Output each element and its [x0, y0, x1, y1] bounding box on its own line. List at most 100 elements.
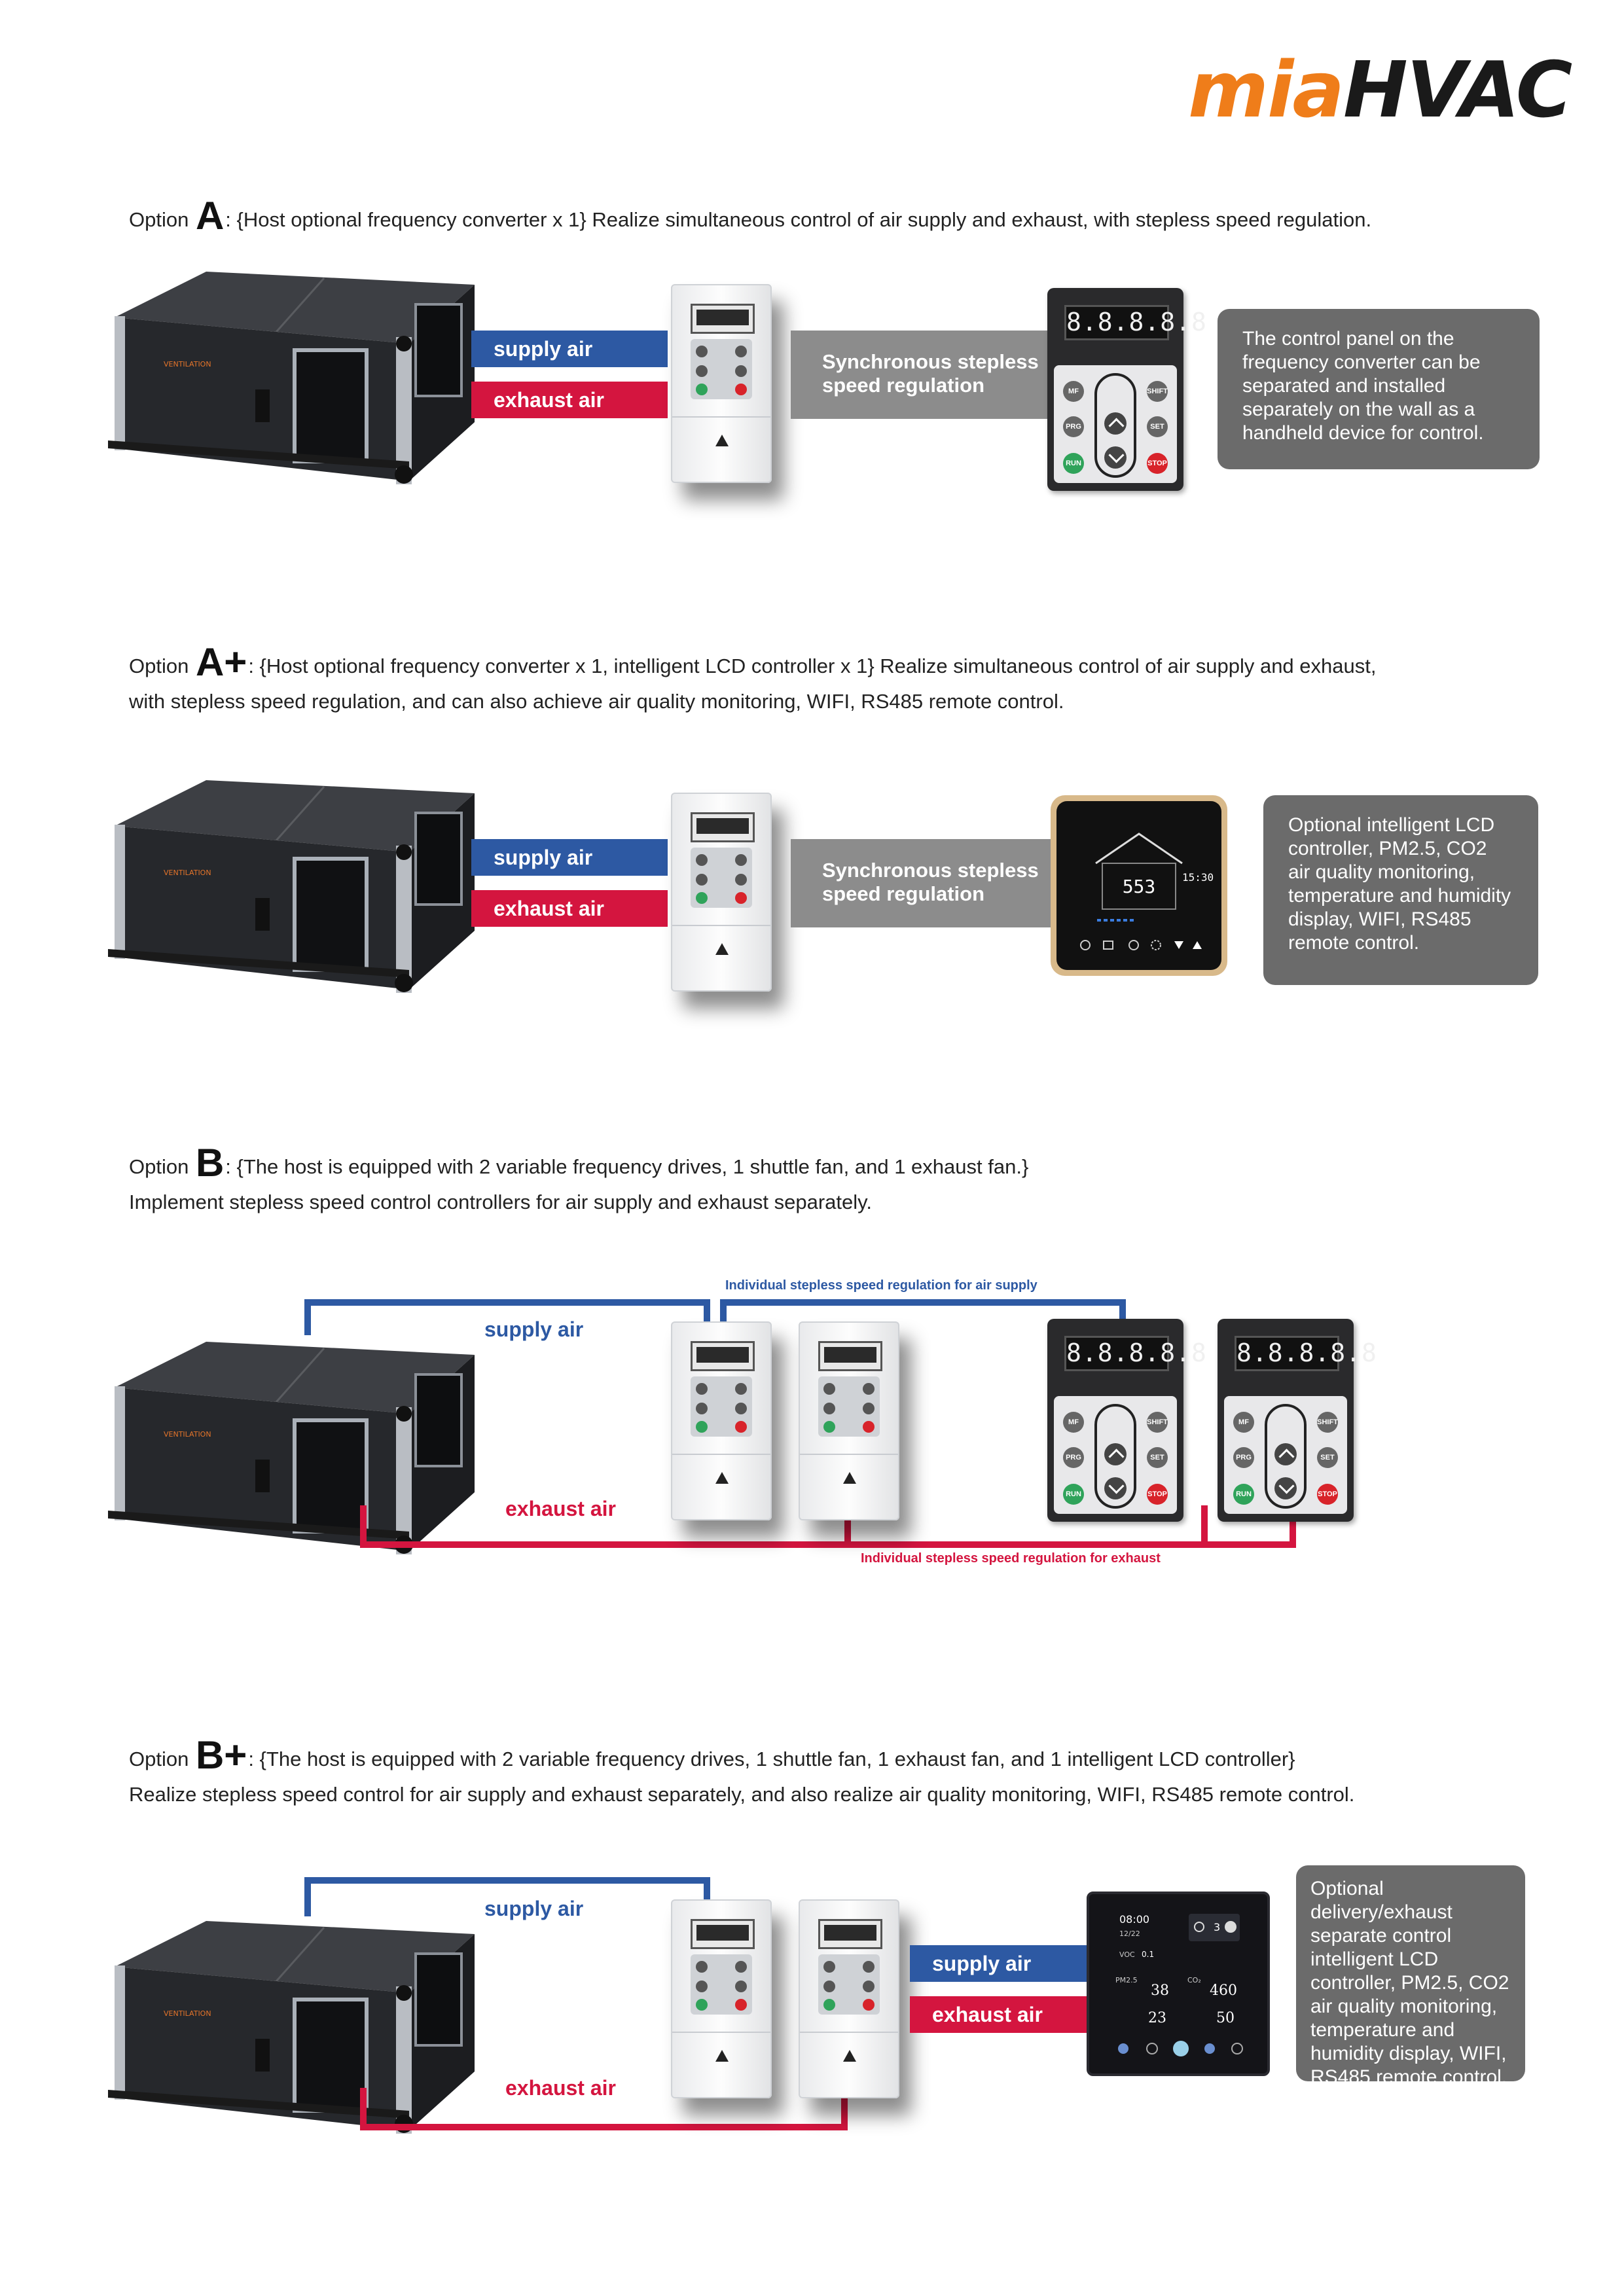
- up-arrow-icon: [1193, 941, 1202, 949]
- supply-air-wire: [304, 1299, 710, 1335]
- option-description-line2: Implement stepless speed control control…: [129, 1191, 872, 1213]
- option-letter: A: [195, 194, 225, 238]
- up-arrow-icon: [1104, 412, 1127, 435]
- keypad-display: 8.8.8.8.8: [1064, 1336, 1206, 1371]
- down-arrow-icon: [1104, 446, 1127, 469]
- unit-brand-text: VENTILATION: [164, 869, 211, 877]
- frequency-converter-supply-image: [658, 1312, 776, 1528]
- lcd-main-value: 553: [1123, 876, 1156, 897]
- keypad-controller-exhaust: 8.8.8.8.8 MF SHIFT PRG SET RUN STOP: [1218, 1319, 1377, 1522]
- mf-key: MF: [1063, 1412, 1084, 1433]
- option-b-plus-heading: Option B+: {The host is equipped with 2 …: [129, 1736, 1569, 1809]
- ventilation-unit-image: VENTILATION: [108, 780, 475, 993]
- option-description-line2: Realize stepless speed control for air s…: [129, 1783, 1355, 1806]
- supply-air-band: supply air: [910, 1945, 1093, 1982]
- exhaust-air-label: exhaust air: [505, 1497, 616, 1520]
- up-arrow-icon: [1274, 1443, 1297, 1465]
- mode-icon: [1103, 941, 1113, 950]
- co2-value: 460: [1210, 1982, 1237, 1999]
- warning-icon: [715, 2050, 729, 2062]
- option-b-heading: Option B: {The host is equipped with 2 v…: [129, 1143, 1569, 1217]
- down-arrow-icon: [1104, 1477, 1127, 1499]
- exhaust-control-wire: [844, 1505, 1296, 1548]
- voc-value: 0.1: [1142, 1950, 1154, 1959]
- humidity-value: 50: [1216, 2010, 1235, 2026]
- power-icon: [1080, 940, 1091, 950]
- brand-logo: miaHVAC: [1188, 45, 1572, 135]
- supply-air-label: supply air: [484, 1897, 584, 1920]
- warning-icon: [715, 943, 729, 955]
- shift-key: SHIFT: [1147, 1412, 1168, 1433]
- frequency-converter-image: [658, 275, 776, 491]
- intelligent-touch-screen-controller: 08:00 12/22 VOC 0.1 3 PM2.5 38 CO₂ 460 2…: [1087, 1892, 1270, 2076]
- mf-key: MF: [1063, 381, 1084, 402]
- option-b-plus-note: Optional delivery/exhaust separate contr…: [1296, 1865, 1525, 2088]
- mf-key: MF: [1233, 1412, 1254, 1433]
- keypad-display: 8.8.8.8.8: [1235, 1336, 1377, 1371]
- keypad-controller: 8.8.8.8.8 MF SHIFT PRG SET RUN STOP: [1047, 288, 1206, 491]
- keypad-display: 8.8.8.8.8: [1064, 305, 1206, 340]
- option-letter: B: [195, 1141, 225, 1185]
- frequency-converter-supply-image: [658, 1890, 776, 2106]
- supply-air-label: supply air: [484, 1318, 584, 1341]
- individual-supply-label: Individual stepless speed regulation for…: [725, 1278, 1038, 1293]
- fan-icon: [1225, 1921, 1236, 1933]
- option-description-line2: with stepless speed regulation, and can …: [129, 690, 1064, 713]
- settings-icon: [1231, 2043, 1243, 2054]
- user-icon: [1118, 2043, 1128, 2054]
- fan-icon: [1151, 940, 1161, 950]
- prg-key: PRG: [1233, 1447, 1254, 1468]
- screen-date: 12/22: [1119, 1929, 1140, 1938]
- exhaust-air-label: exhaust air: [505, 2076, 616, 2100]
- co2-label: CO₂: [1187, 1976, 1201, 1984]
- option-prefix: Option: [129, 208, 194, 231]
- screen-time: 08:00: [1119, 1913, 1149, 1926]
- frequency-converter-exhaust-image: [785, 1890, 903, 2106]
- option-letter: B+: [195, 1733, 247, 1777]
- option-a-heading: Option A: {Host optional frequency conve…: [129, 196, 1569, 236]
- mode-icon: [1146, 2043, 1158, 2054]
- timer-icon: [1128, 940, 1139, 950]
- power-icon: [1194, 1922, 1204, 1932]
- stop-key: STOP: [1147, 453, 1168, 474]
- individual-exhaust-label: Individual stepless speed regulation for…: [861, 1551, 1161, 1566]
- ventilation-unit-image: VENTILATION: [108, 1921, 475, 2134]
- pm25-label: PM2.5: [1115, 1976, 1138, 1984]
- warning-icon: [843, 1472, 856, 1484]
- unit-brand-text: VENTILATION: [164, 1430, 211, 1439]
- ventilation-unit-image: VENTILATION: [108, 272, 475, 484]
- unit-brand-text: VENTILATION: [164, 360, 211, 368]
- exhaust-air-band: exhaust air: [471, 382, 668, 418]
- frequency-converter-image: [658, 783, 776, 999]
- intelligent-lcd-controller: 553 15:30: [1051, 795, 1227, 976]
- option-prefix: Option: [129, 1155, 194, 1178]
- filter-icon: [1204, 2043, 1215, 2054]
- fan-speed: 3: [1214, 1921, 1220, 1933]
- option-a-plus-heading: Option A+: {Host optional frequency conv…: [129, 643, 1569, 716]
- set-key: SET: [1147, 416, 1168, 437]
- keypad-controller-supply: 8.8.8.8.8 MF SHIFT PRG SET RUN STOP: [1047, 1319, 1206, 1522]
- option-description: : {Host optional frequency converter x 1…: [225, 208, 1372, 231]
- set-key: SET: [1317, 1447, 1338, 1468]
- option-description: : {The host is equipped with 2 variable …: [248, 1748, 1295, 1770]
- option-prefix: Option: [129, 1748, 194, 1770]
- home-icon: [1173, 2041, 1189, 2056]
- exhaust-air-band: exhaust air: [910, 1996, 1093, 2033]
- option-a-plus-note: Optional intelligent LCD controller, PM2…: [1263, 795, 1538, 985]
- up-arrow-icon: [1104, 1443, 1127, 1465]
- option-prefix: Option: [129, 655, 194, 677]
- supply-air-band: supply air: [471, 331, 668, 367]
- supply-air-wire: [304, 1877, 710, 1916]
- set-key: SET: [1147, 1447, 1168, 1468]
- pm25-value: 38: [1151, 1982, 1169, 1999]
- shift-key: SHIFT: [1317, 1412, 1338, 1433]
- warning-icon: [715, 1472, 729, 1484]
- run-key: RUN: [1233, 1484, 1254, 1505]
- run-key: RUN: [1063, 453, 1084, 474]
- supply-control-wire: [720, 1299, 1126, 1329]
- exhaust-air-band: exhaust air: [471, 890, 668, 927]
- stop-key: STOP: [1317, 1484, 1338, 1505]
- frequency-converter-exhaust-image: [785, 1312, 903, 1528]
- option-letter: A+: [195, 640, 247, 684]
